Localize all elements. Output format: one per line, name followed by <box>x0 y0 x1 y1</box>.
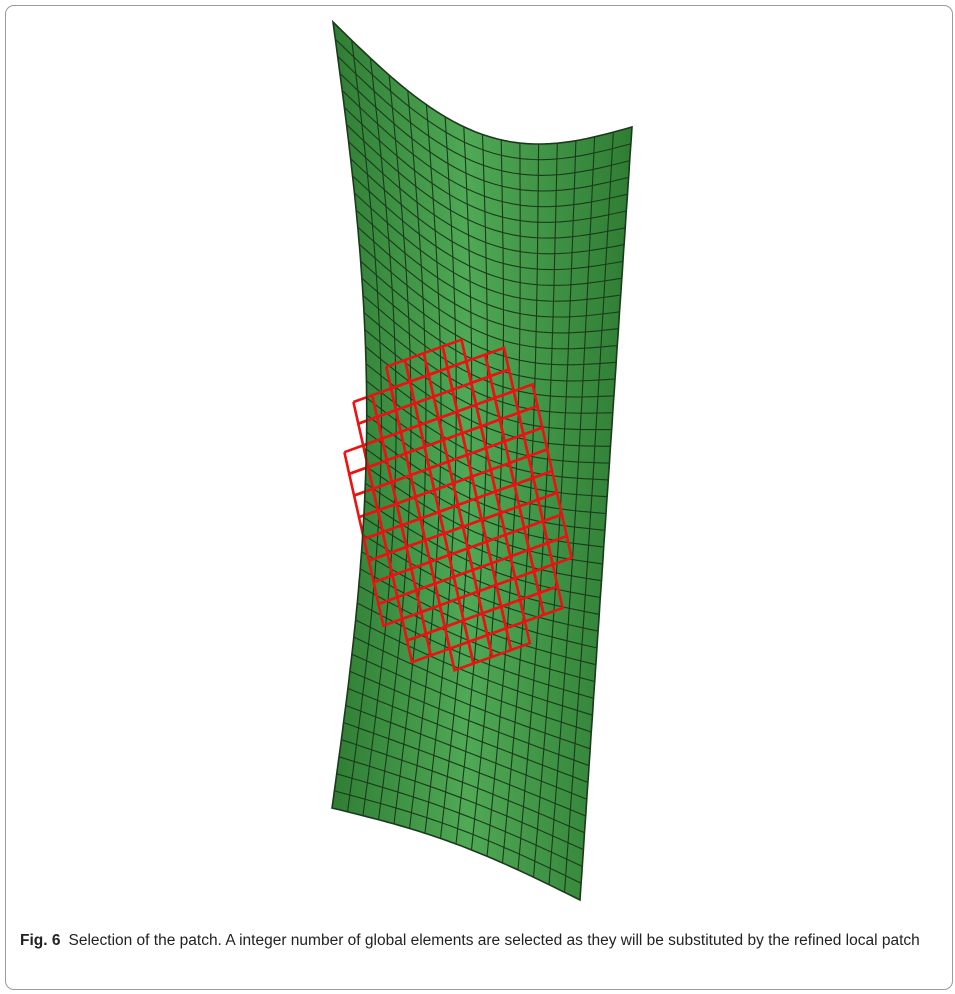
patch-cell <box>537 584 565 617</box>
mesh-line <box>336 773 583 867</box>
mesh-line <box>351 653 591 750</box>
mesh-line <box>343 107 627 223</box>
mesh-line <box>355 209 620 318</box>
mesh-line <box>346 124 626 239</box>
shell-surface <box>332 22 632 900</box>
mesh-line <box>366 380 609 481</box>
mesh-line <box>359 568 596 666</box>
mesh-line <box>347 687 589 783</box>
mesh-line <box>366 397 608 498</box>
patch-cell <box>504 619 532 652</box>
mesh-line <box>350 158 624 271</box>
shell-mesh-plot <box>331 19 633 902</box>
mesh-line <box>363 517 600 615</box>
mesh-line <box>365 465 603 565</box>
mesh-line <box>334 790 582 884</box>
caption-text: Selection of the patch. A integer number… <box>68 932 920 949</box>
mesh-line <box>352 175 622 286</box>
shell-outline <box>331 19 633 902</box>
mesh-line <box>341 739 585 834</box>
mesh-line <box>349 670 590 767</box>
mesh-line <box>348 141 625 255</box>
figure-caption: Fig. 6 Selection of the patch. A integer … <box>20 928 940 953</box>
mesh-line <box>358 585 595 683</box>
mesh-line <box>364 482 602 582</box>
mesh-line <box>345 704 588 800</box>
mesh-line <box>343 722 586 817</box>
mesh-line <box>365 346 611 447</box>
mesh-line <box>362 294 614 398</box>
mesh-line <box>357 602 594 699</box>
mesh-line <box>357 226 619 334</box>
patch-cell <box>546 534 574 567</box>
mesh-line <box>355 619 593 716</box>
mesh-line <box>339 72 629 192</box>
mesh-line <box>337 55 630 176</box>
mesh-line <box>360 260 617 366</box>
mesh-line <box>334 38 632 161</box>
mesh-line <box>365 363 610 464</box>
mesh-line <box>341 89 628 208</box>
figure-label: Fig. 6 <box>20 932 61 949</box>
mesh-line <box>353 636 592 733</box>
selected-patch <box>343 337 574 673</box>
mesh-line <box>363 312 613 414</box>
mesh-grid <box>334 38 632 893</box>
mesh-line <box>338 756 584 851</box>
mesh-line <box>361 551 598 649</box>
figure-image <box>331 19 633 902</box>
mesh-line <box>358 243 618 350</box>
mesh-line <box>354 192 621 302</box>
mesh-line <box>366 414 607 515</box>
